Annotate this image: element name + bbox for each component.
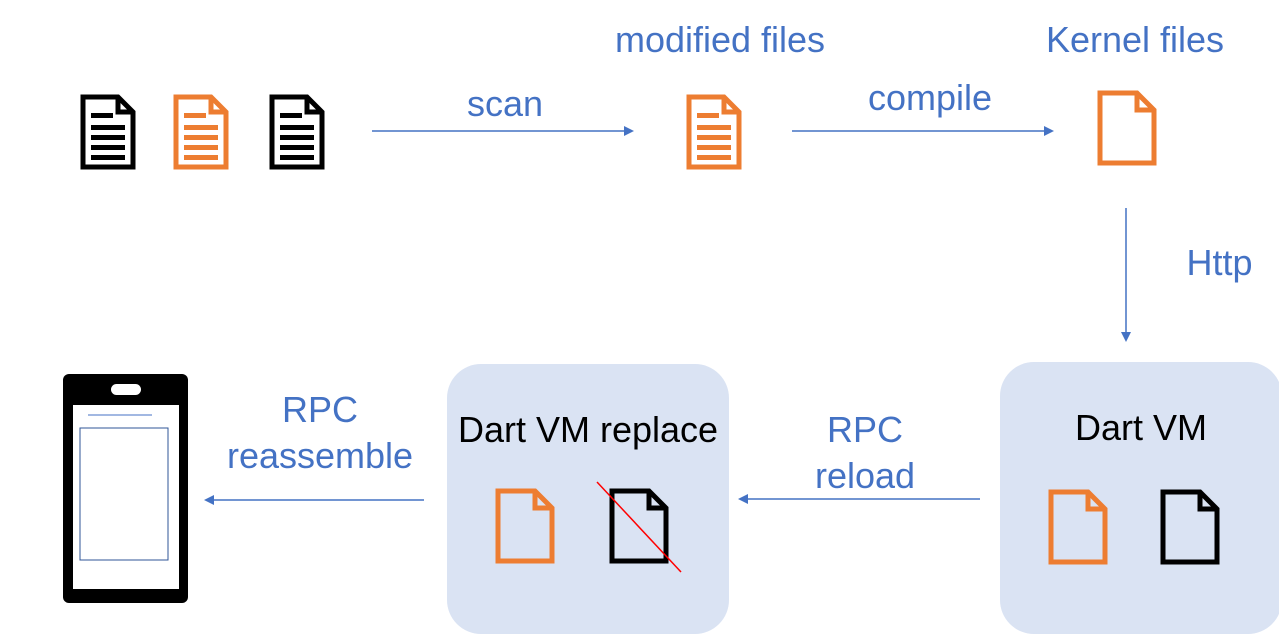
- document-lines-icon: [686, 94, 742, 170]
- dart-vm-new-file: [1048, 489, 1108, 565]
- modified-files-label: modified files: [614, 19, 826, 60]
- scan-label: scan: [466, 83, 544, 124]
- source-file-1: [80, 94, 136, 170]
- http-label: Http: [1186, 242, 1253, 283]
- rpc-reload-arrow: [738, 494, 980, 504]
- dart-vm-replace-title: Dart VM replace: [457, 409, 719, 450]
- source-file-3: [269, 94, 325, 170]
- dart-vm-old-file: [1160, 489, 1220, 565]
- compile-label: compile: [867, 77, 993, 118]
- scan-arrow: [372, 126, 634, 136]
- dart-vm-title: Dart VM: [1074, 407, 1207, 448]
- source-file-2-modified: [173, 94, 229, 170]
- document-icon: [1160, 489, 1220, 565]
- document-icon: [495, 488, 555, 564]
- rpc-reassemble-label-line1: RPC: [281, 389, 358, 430]
- rpc-reassemble-arrow: [204, 495, 424, 505]
- strike-through-line: [596, 481, 682, 573]
- document-icon: [1097, 90, 1157, 166]
- modified-file: [686, 94, 742, 170]
- document-lines-icon: [80, 94, 136, 170]
- document-icon: [1048, 489, 1108, 565]
- mobile-phone-icon: [63, 374, 188, 603]
- replace-new-file: [495, 488, 555, 564]
- document-lines-icon: [173, 94, 229, 170]
- kernel-file: [1097, 90, 1157, 166]
- rpc-reload-label-line1: RPC: [826, 409, 903, 450]
- rpc-reload-label-line2: reload: [814, 455, 916, 496]
- dart-vm-replace-box: Dart VM replace: [447, 364, 729, 634]
- dart-vm-box: Dart VM: [1000, 362, 1279, 634]
- document-lines-icon: [269, 94, 325, 170]
- rpc-reassemble-label-line2: reassemble: [226, 435, 414, 476]
- kernel-files-label: Kernel files: [1045, 19, 1225, 60]
- http-arrow: [1121, 208, 1131, 342]
- compile-arrow: [792, 126, 1054, 136]
